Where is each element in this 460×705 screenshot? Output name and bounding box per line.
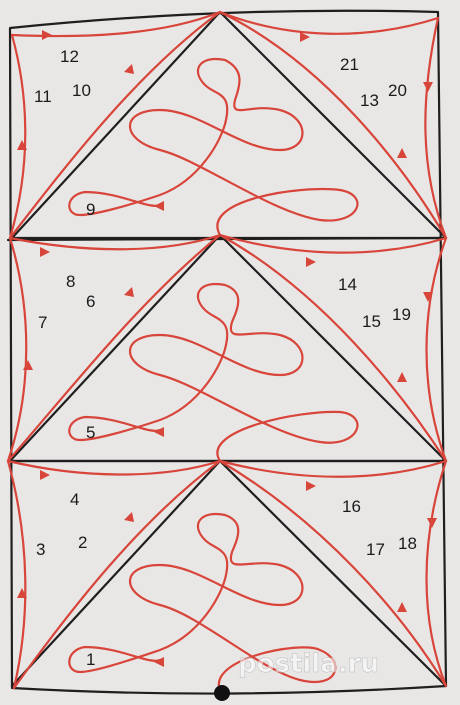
- step-label-5: 5: [86, 423, 95, 442]
- path-top-right-edge: [424, 16, 448, 240]
- arrow-bot-inner-left: [124, 512, 134, 522]
- arrow-lower-left-lower: [40, 470, 50, 480]
- path-bot-left-edge: [6, 459, 27, 690]
- path-mid-left-edge: [6, 236, 28, 463]
- arrow-mid-left-up: [23, 360, 33, 370]
- arrow-upper-right-lower: [306, 257, 316, 267]
- step-label-13: 13: [360, 91, 379, 110]
- step-label-20: 20: [388, 81, 407, 100]
- arrow-bot-loop: [154, 657, 164, 667]
- arrow-bot-right-down: [427, 518, 437, 528]
- arrow-top-inner-left: [124, 64, 134, 74]
- step-label-2: 2: [78, 533, 87, 552]
- triangle-top: [10, 10, 448, 240]
- arrow-top-right-down: [423, 82, 433, 92]
- step-label-10: 10: [72, 81, 91, 100]
- path-top-left-edge: [8, 33, 27, 240]
- step-label-15: 15: [362, 312, 381, 331]
- path-mid-lower-edges: [6, 459, 448, 478]
- step-labels: 1 2 3 4 5 6 7 8 9 10 11 12 13 14 15 16 1…: [34, 47, 417, 669]
- triangle-middle: [8, 233, 448, 463]
- path-top-loops: [68, 57, 359, 237]
- arrow-top-right-up: [397, 148, 407, 158]
- arrow-lower-right-lower: [306, 481, 316, 491]
- step-label-21: 21: [340, 55, 359, 74]
- watermark: postila.ru: [238, 649, 379, 679]
- step-label-17: 17: [366, 540, 385, 559]
- path-top-left-inner: [8, 10, 222, 240]
- step-label-6: 6: [86, 292, 95, 311]
- path-bot-left-inner: [12, 459, 222, 690]
- start-point-dot: [214, 685, 230, 701]
- path-top-lower-edges: [8, 233, 448, 254]
- path-top-right-curve: [218, 10, 440, 35]
- arrow-top-left: [42, 30, 52, 40]
- arrow-bot-left-up: [17, 588, 27, 598]
- arrow-top-left-up: [17, 140, 27, 150]
- arrow-upper-left-lower: [40, 247, 50, 257]
- direction-arrows: [17, 30, 437, 667]
- arrow-mid-right-up: [397, 372, 407, 382]
- step-label-12: 12: [60, 47, 79, 66]
- path-bot-loops: [68, 512, 337, 696]
- arrow-mid-inner-left: [124, 287, 134, 297]
- step-label-16: 16: [342, 497, 361, 516]
- step-label-14: 14: [338, 275, 357, 294]
- step-label-11: 11: [34, 87, 52, 106]
- arrow-top-loop: [154, 201, 164, 211]
- arrow-top-right: [300, 32, 310, 42]
- path-bot-right-inner: [218, 459, 448, 688]
- path-mid-loops: [68, 282, 359, 463]
- path-mid-right-inner: [218, 233, 448, 463]
- step-label-9: 9: [86, 200, 95, 219]
- path-mid-right-edge: [425, 236, 448, 463]
- arrow-mid-right-down: [423, 292, 433, 302]
- step-label-1: 1: [86, 650, 95, 669]
- arrow-mid-loop: [154, 427, 164, 437]
- path-top-right-inner: [218, 10, 448, 240]
- red-stitch-path: [6, 10, 448, 696]
- path-top-left-curve: [10, 10, 222, 38]
- step-label-7: 7: [38, 313, 47, 332]
- arrow-bot-right-up: [397, 602, 407, 612]
- path-mid-left-inner: [6, 233, 222, 463]
- step-label-3: 3: [36, 540, 45, 559]
- step-label-19: 19: [392, 305, 411, 324]
- step-label-4: 4: [70, 490, 79, 509]
- step-label-18: 18: [398, 534, 417, 553]
- path-bot-right-edge: [425, 459, 448, 688]
- step-label-8: 8: [66, 272, 75, 291]
